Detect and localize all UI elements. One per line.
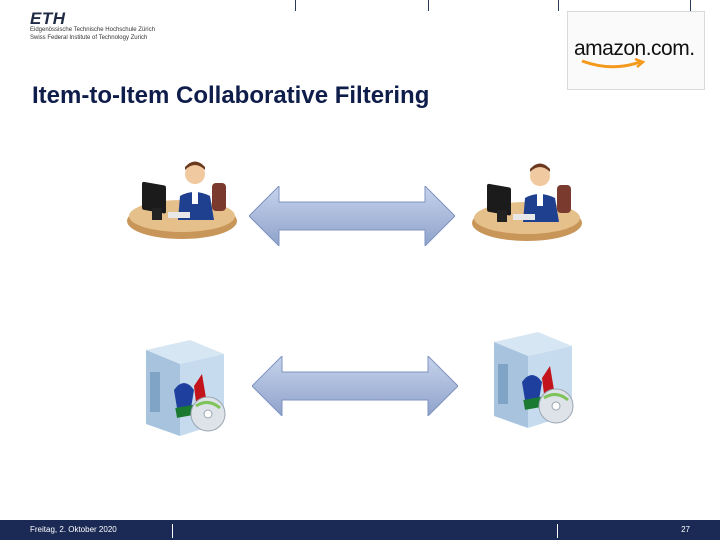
users-relation-double-arrow-icon [249,186,455,246]
eth-logo-line2: Swiss Federal Institute of Technology Zu… [30,35,148,41]
slide-title: Item-to-Item Collaborative Filtering [32,82,430,109]
eth-logo-line1: Eidgenössische Technische Hochschule Zür… [30,27,155,33]
footer-separator-2 [557,524,558,538]
header-tick-4 [690,0,691,11]
eth-logo: ETH Eidgenössische Technische Hochschule… [30,9,170,45]
eth-logo-mark: ETH [30,9,66,28]
footer-bar: Freitag, 2. Oktober 2020 27 [0,520,720,540]
header-tick-2 [428,0,429,11]
amazon-logo: amazon.com. [567,11,705,90]
item-right-software-box-icon [494,332,574,428]
amazon-logo-text: amazon.com. [574,37,695,60]
user-left-person-at-computer-icon [127,161,237,239]
header-tick-1 [295,0,296,11]
footer-separator-1 [172,524,173,538]
items-relation-double-arrow-icon [252,356,458,416]
header-tick-3 [558,0,559,11]
item-left-software-box-icon [146,340,226,436]
footer-date: Freitag, 2. Oktober 2020 [30,525,117,534]
user-right-person-at-computer-icon [472,163,582,241]
amazon-smile-icon [581,58,646,69]
footer-page-number: 27 [681,525,690,534]
